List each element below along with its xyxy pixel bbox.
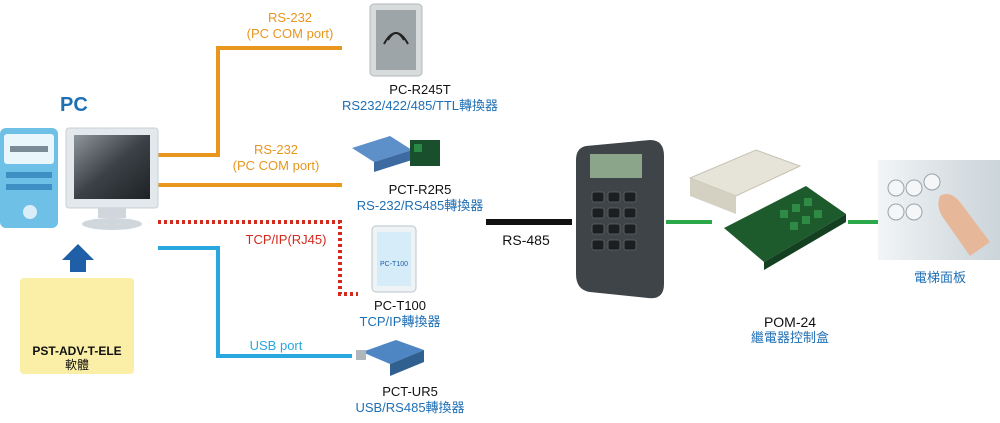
rs232-second-port: (PC COM port) <box>232 158 320 173</box>
elevator-panel-icon <box>878 160 1000 260</box>
pct-ur5-desc: USB/RS485轉換器 <box>355 400 465 415</box>
pc-t100-device-icon: PC-T100 <box>371 225 417 293</box>
server-tower-icon <box>0 128 58 228</box>
tcpip-label: TCP/IP(RJ45) <box>245 232 327 247</box>
relay-box-icon <box>688 149 846 270</box>
tcpip-line <box>158 220 358 296</box>
software-box: PST-ADV-T-ELE 軟體 <box>20 278 134 374</box>
pct-ur5-device-icon <box>356 340 424 376</box>
rs485-label: RS-485 <box>502 232 550 248</box>
pc-t100-desc: TCP/IP轉換器 <box>359 314 441 329</box>
monitor-icon <box>65 127 159 230</box>
pct-r2r5-device-icon <box>352 136 440 172</box>
usb-line <box>158 246 352 358</box>
pct-r2r5-model: PCT-R2R5 <box>388 182 452 197</box>
rs232-second-name: RS-232 <box>253 142 299 157</box>
usb-label: USB port <box>249 338 303 353</box>
software-type: 軟體 <box>64 358 89 372</box>
rs232-top-name: RS-232 <box>267 10 313 25</box>
pom24-model: POM-24 <box>763 314 817 330</box>
pc-r245t-desc: RS232/422/485/TTL轉換器 <box>341 98 499 113</box>
keypad-reader-icon <box>576 140 664 299</box>
rs232-top-port: (PC COM port) <box>246 26 334 41</box>
pom24-desc: 繼電器控制盒 <box>750 330 829 345</box>
pc-t100-model: PC-T100 <box>373 298 427 313</box>
rs232-line-top <box>158 46 342 157</box>
upload-arrow-icon <box>62 244 94 272</box>
svg-text:PC-T100: PC-T100 <box>380 261 408 268</box>
pc-r245t-device-icon <box>369 3 423 77</box>
elevator-panel-label: 電梯面板 <box>913 270 966 285</box>
pc-r245t-model: PC-R245T <box>389 82 451 97</box>
pct-r2r5-desc: RS-232/RS485轉換器 <box>356 198 484 213</box>
software-name: PST-ADV-T-ELE <box>32 344 122 358</box>
pc-label: PC <box>60 94 88 116</box>
pct-ur5-model: PCT-UR5 <box>382 384 438 399</box>
